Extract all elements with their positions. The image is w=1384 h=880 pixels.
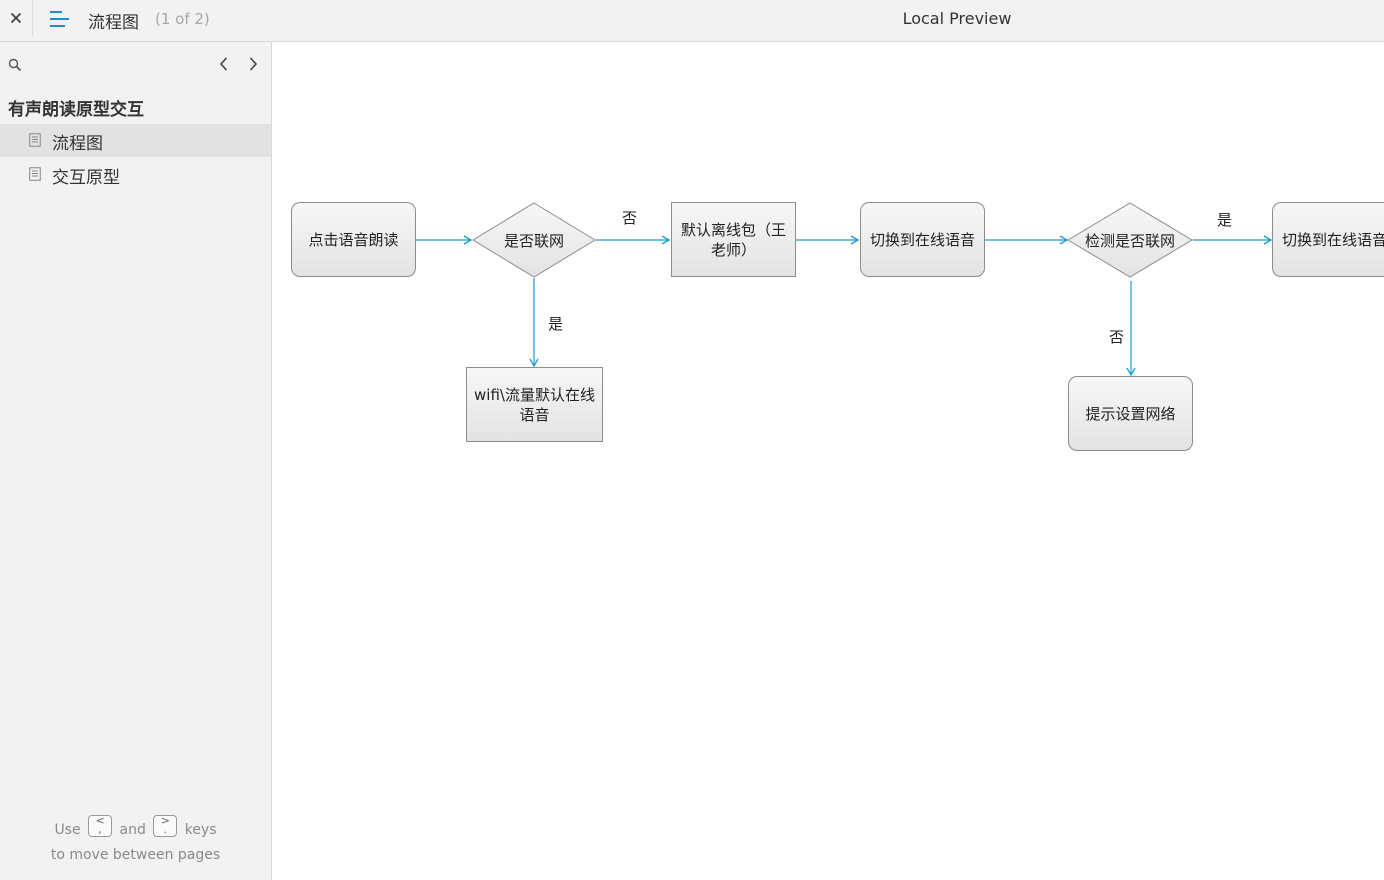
preview-canvas: 点击语音朗读 是否联网 默认离线包（王老师） 切换到在线语音 检测是否联网 切换… (272, 42, 1384, 880)
hint-use: Use (54, 822, 81, 838)
flowchart-connectors (415, 202, 1273, 377)
hint-and: and (119, 822, 146, 838)
hint-line2: to move between pages (50, 847, 221, 863)
window-title: Local Preview (902, 9, 1012, 28)
edge-label-network-no: 否 (622, 209, 638, 227)
key-next-icon: >. (153, 815, 178, 837)
flow-node-prompt-network: 提示设置网络 (1068, 376, 1193, 451)
sidebar-page-prototype[interactable]: 交互原型 (0, 158, 271, 191)
keyboard-hint: Use <, and >. keys to move between pages (0, 815, 271, 868)
edge-label-detect-no: 否 (1109, 328, 1125, 346)
decision-diamond-detect (1067, 202, 1193, 278)
sidebar-page-flowchart[interactable]: 流程图 (0, 124, 271, 157)
sidebar-page-label: 流程图 (52, 134, 103, 154)
flow-node-detect-network: 检测是否联网 (1084, 232, 1175, 250)
next-page-button[interactable] (245, 55, 261, 73)
search-button[interactable] (8, 57, 22, 72)
page-title: 流程图 (88, 13, 139, 33)
edge-label-detect-yes: 是 (1217, 211, 1233, 229)
flow-node-offline-default: 默认离线包（王老师） (671, 202, 796, 277)
flow-node-switch-online: 切换到在线语音 (860, 202, 985, 277)
chevron-right-icon (249, 57, 258, 71)
edge-label-network-yes: 是 (548, 315, 564, 333)
top-bar: 流程图 (1 of 2) Local Preview (0, 0, 1384, 42)
project-title: 有声朗读原型交互 (8, 100, 144, 120)
key-prev-icon: <, (88, 815, 113, 837)
sidebar: 有声朗读原型交互 流程图 交互原型 Use <, and >. keys to … (0, 42, 272, 880)
flow-node-wifi-default: wifi\流量默认在线语音 (466, 367, 603, 442)
chevron-left-icon (219, 57, 228, 71)
flow-node-start: 点击语音朗读 (291, 202, 416, 277)
flow-node-decision-network: 是否联网 (503, 232, 564, 250)
menu-lines-icon (50, 11, 69, 27)
close-icon (10, 12, 22, 24)
sidebar-page-label: 交互原型 (52, 168, 120, 188)
page-count: (1 of 2) (155, 10, 210, 28)
previous-page-button[interactable] (216, 55, 232, 73)
close-button[interactable] (0, 0, 33, 36)
page-icon (29, 167, 41, 181)
sidebar-toggle-button[interactable] (49, 8, 71, 30)
decision-diamond-network (472, 202, 596, 278)
flow-node-switch-online-2: 切换到在线语音 (1272, 202, 1384, 277)
search-icon (8, 58, 22, 72)
page-icon (29, 133, 41, 147)
hint-keys: keys (184, 822, 217, 838)
